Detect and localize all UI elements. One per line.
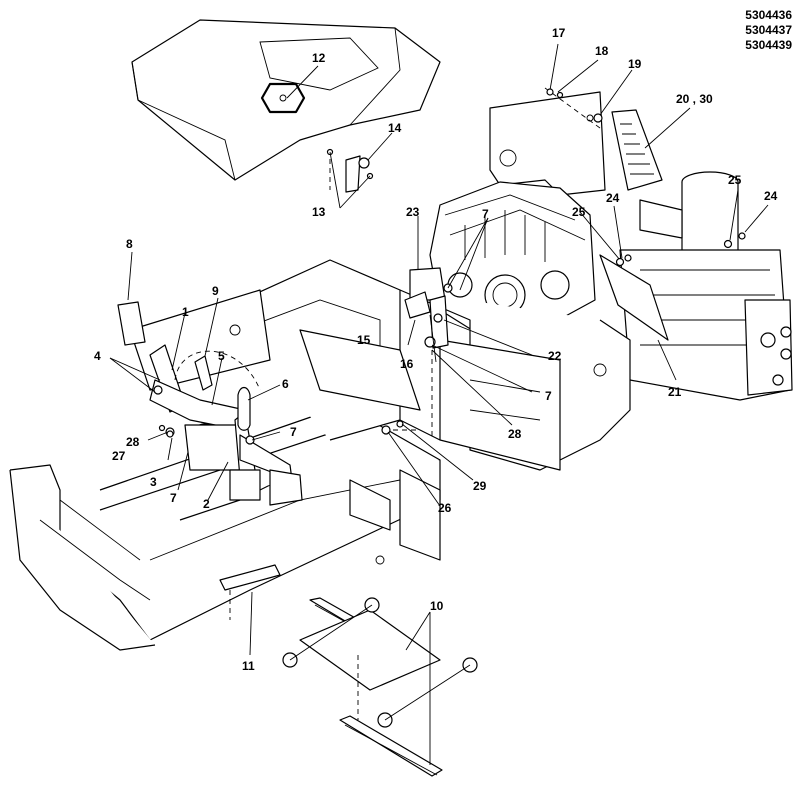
hood-latch-bracket [326,148,374,193]
part-number-block: 5304436 5304437 5304439 [745,8,792,53]
callout-label: 24 [764,189,778,203]
callout-label: 3 [150,475,157,489]
callout-label: 26 [438,501,452,515]
callout-labels: 1 2 3 4 5 6 7 7 7 7 8 9 10 11 12 13 14 1… [94,26,778,673]
callout-label: 10 [430,599,444,613]
callout-label: 28 [508,427,522,441]
callout-label: 4 [94,349,101,363]
callout-label: 20 , 30 [676,92,713,106]
callout-label: 24 [606,191,620,205]
callout-label: 21 [668,385,682,399]
callout-label: 23 [406,205,420,219]
callout-label: 12 [312,51,326,65]
callout-label: 7 [170,491,177,505]
leader-lines [109,43,769,765]
part-number: 5304439 [745,38,792,52]
heat-shield-slotted [593,109,663,191]
callout-label: 7 [290,425,297,439]
callout-label: 27 [112,449,126,463]
throttle-bracket [384,267,453,440]
callout-label: 28 [126,435,140,449]
callout-label: 5 [218,349,225,363]
main-chassis-frame [9,259,441,651]
part-number: 5304436 [745,8,792,22]
callout-label: 22 [548,349,562,363]
bottom-channel-lower [339,715,443,777]
callout-label: 8 [126,237,133,251]
callout-label: 15 [357,333,371,347]
callout-label: 29 [473,479,487,493]
callout-label: 13 [312,205,326,219]
engine-support-frame [399,289,631,471]
callout-label: 11 [242,659,255,673]
callout-label: 17 [552,26,566,40]
hood-emblem-octagon [260,82,306,114]
callout-label: 6 [282,377,289,391]
callout-label: 25 [572,205,586,219]
bottom-plate [282,597,478,728]
radiator-frame-right [619,249,793,401]
exhaust-bracket [599,254,669,341]
foot-bracket [219,564,281,620]
callout-label: 18 [595,44,609,58]
hardware-parts [158,88,746,438]
callout-label: 9 [212,284,219,298]
callout-label: 7 [482,207,489,221]
part-number: 5304437 [745,23,792,37]
callout-label: 16 [400,357,414,371]
callout-label: 1 [182,305,189,319]
callout-label: 19 [628,57,642,71]
callout-label: 2 [203,497,210,511]
callout-label: 14 [388,121,402,135]
engine-mount-plate [489,87,606,196]
callout-label: 7 [545,389,552,403]
hardware-29-26 [381,420,404,435]
callout-label: 25 [728,173,742,187]
